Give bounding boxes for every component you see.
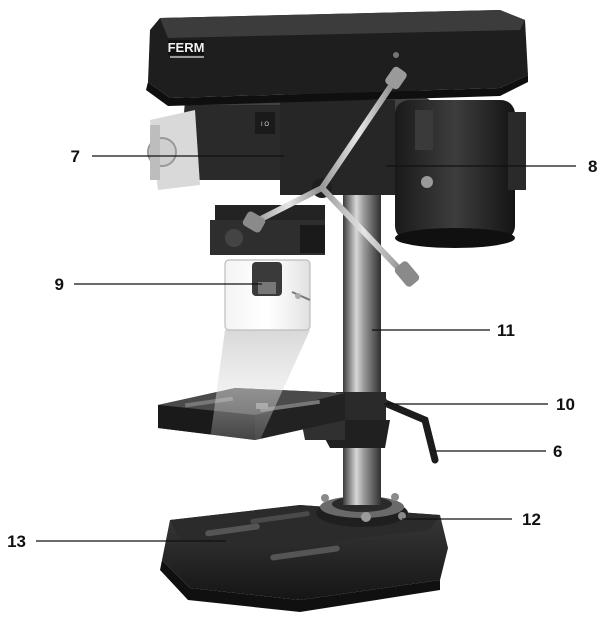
column-base-flange	[316, 493, 408, 527]
column	[343, 190, 381, 505]
switch-label: I O	[261, 122, 269, 128]
callout-7: 7	[71, 147, 284, 166]
callout-10-label: 10	[556, 395, 575, 414]
motor	[395, 100, 526, 248]
callout-9: 9	[55, 275, 262, 294]
callout-11-label: 11	[497, 321, 515, 340]
spindle-housing	[210, 205, 325, 255]
callout-12-label: 12	[522, 510, 541, 529]
callout-7-label: 7	[71, 147, 80, 166]
top-cover: FERM	[146, 10, 528, 106]
callout-13-label: 13	[7, 532, 26, 551]
switch-housing: I O	[147, 110, 275, 190]
callout-13: 13	[7, 532, 226, 551]
base	[160, 505, 448, 612]
callout-6: 6	[434, 442, 562, 461]
callout-10: 10	[384, 395, 575, 414]
callout-8: 8	[386, 157, 597, 176]
feed-handles	[242, 66, 420, 287]
callout-6-label: 6	[553, 442, 562, 461]
callout-12: 12	[402, 510, 541, 529]
callout-8-label: 8	[588, 157, 597, 176]
brand-logo: FERM	[168, 40, 205, 55]
table-clamp-handle	[373, 395, 439, 464]
chuck-guard	[224, 259, 311, 331]
callout-9-label: 9	[55, 275, 64, 294]
callout-11: 11	[372, 321, 515, 340]
work-light-beam	[210, 330, 310, 440]
